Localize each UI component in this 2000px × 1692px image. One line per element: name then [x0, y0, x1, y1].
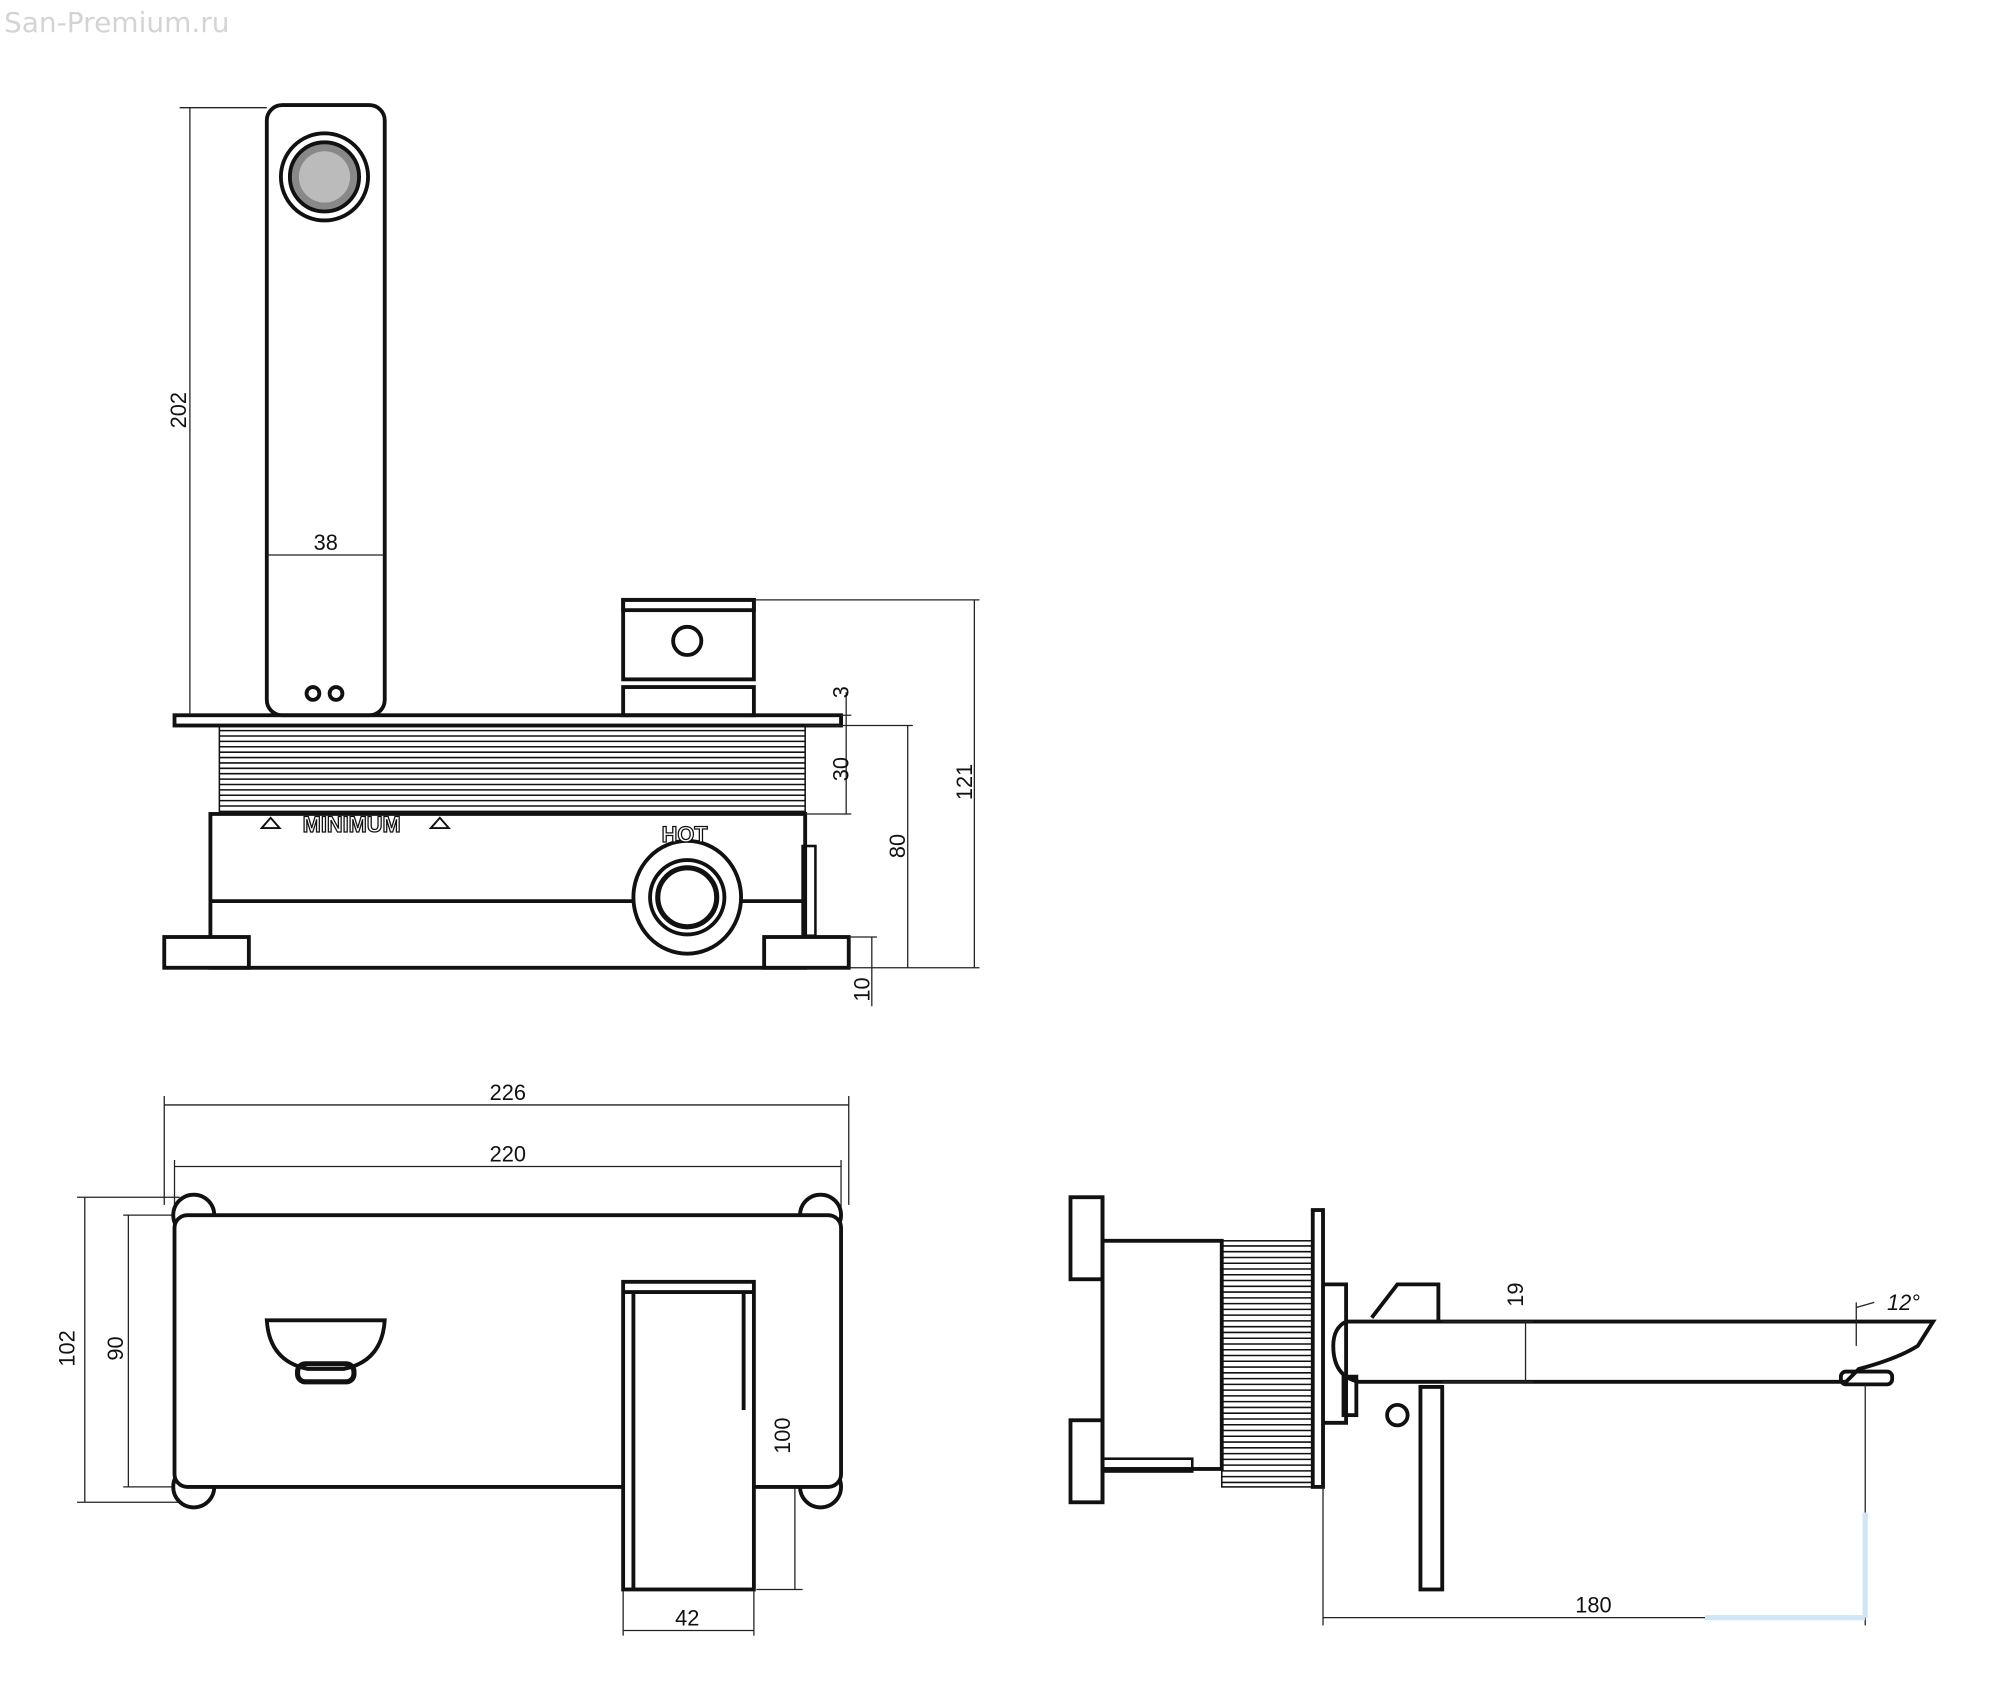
front-view: MINIMUM HOT 202 38 3 30 80 121 10: [162, 103, 980, 1007]
aerator: [278, 131, 370, 223]
cover-plate: [172, 713, 843, 728]
dim-102: 102: [55, 1330, 80, 1366]
flange: [1310, 1208, 1325, 1489]
dim-100: 100: [770, 1417, 795, 1453]
dim-121: 121: [952, 764, 977, 800]
dim-42: 42: [675, 1605, 699, 1630]
thread: [219, 729, 806, 813]
dim-80: 80: [885, 834, 910, 858]
dim-10: 10: [849, 977, 874, 1001]
dim-202: 202: [166, 392, 191, 428]
minimum-marking: MINIMUM: [303, 812, 401, 837]
side-lever: [1418, 1385, 1445, 1592]
dim-220: 220: [490, 1141, 526, 1166]
hot-marking: HOT: [662, 822, 709, 847]
spout-outlet: [264, 1318, 387, 1371]
dim-3: 3: [829, 686, 854, 698]
watermark: San-Premium.ru: [4, 6, 230, 39]
lever-handle: [621, 1279, 756, 1592]
dim-226: 226: [490, 1080, 526, 1105]
dim-38: 38: [314, 530, 338, 555]
side-view: 19 12° 180: [1068, 1195, 1937, 1626]
dim-angle: 12°: [1887, 1290, 1920, 1315]
dim-90: 90: [103, 1336, 128, 1360]
dim-19: 19: [1503, 1283, 1528, 1307]
mounting-box: [208, 812, 808, 970]
dim-30: 30: [829, 757, 854, 781]
dim-180: 180: [1575, 1593, 1611, 1618]
plan-view: 102 90 226 220 100 42: [55, 1080, 850, 1636]
